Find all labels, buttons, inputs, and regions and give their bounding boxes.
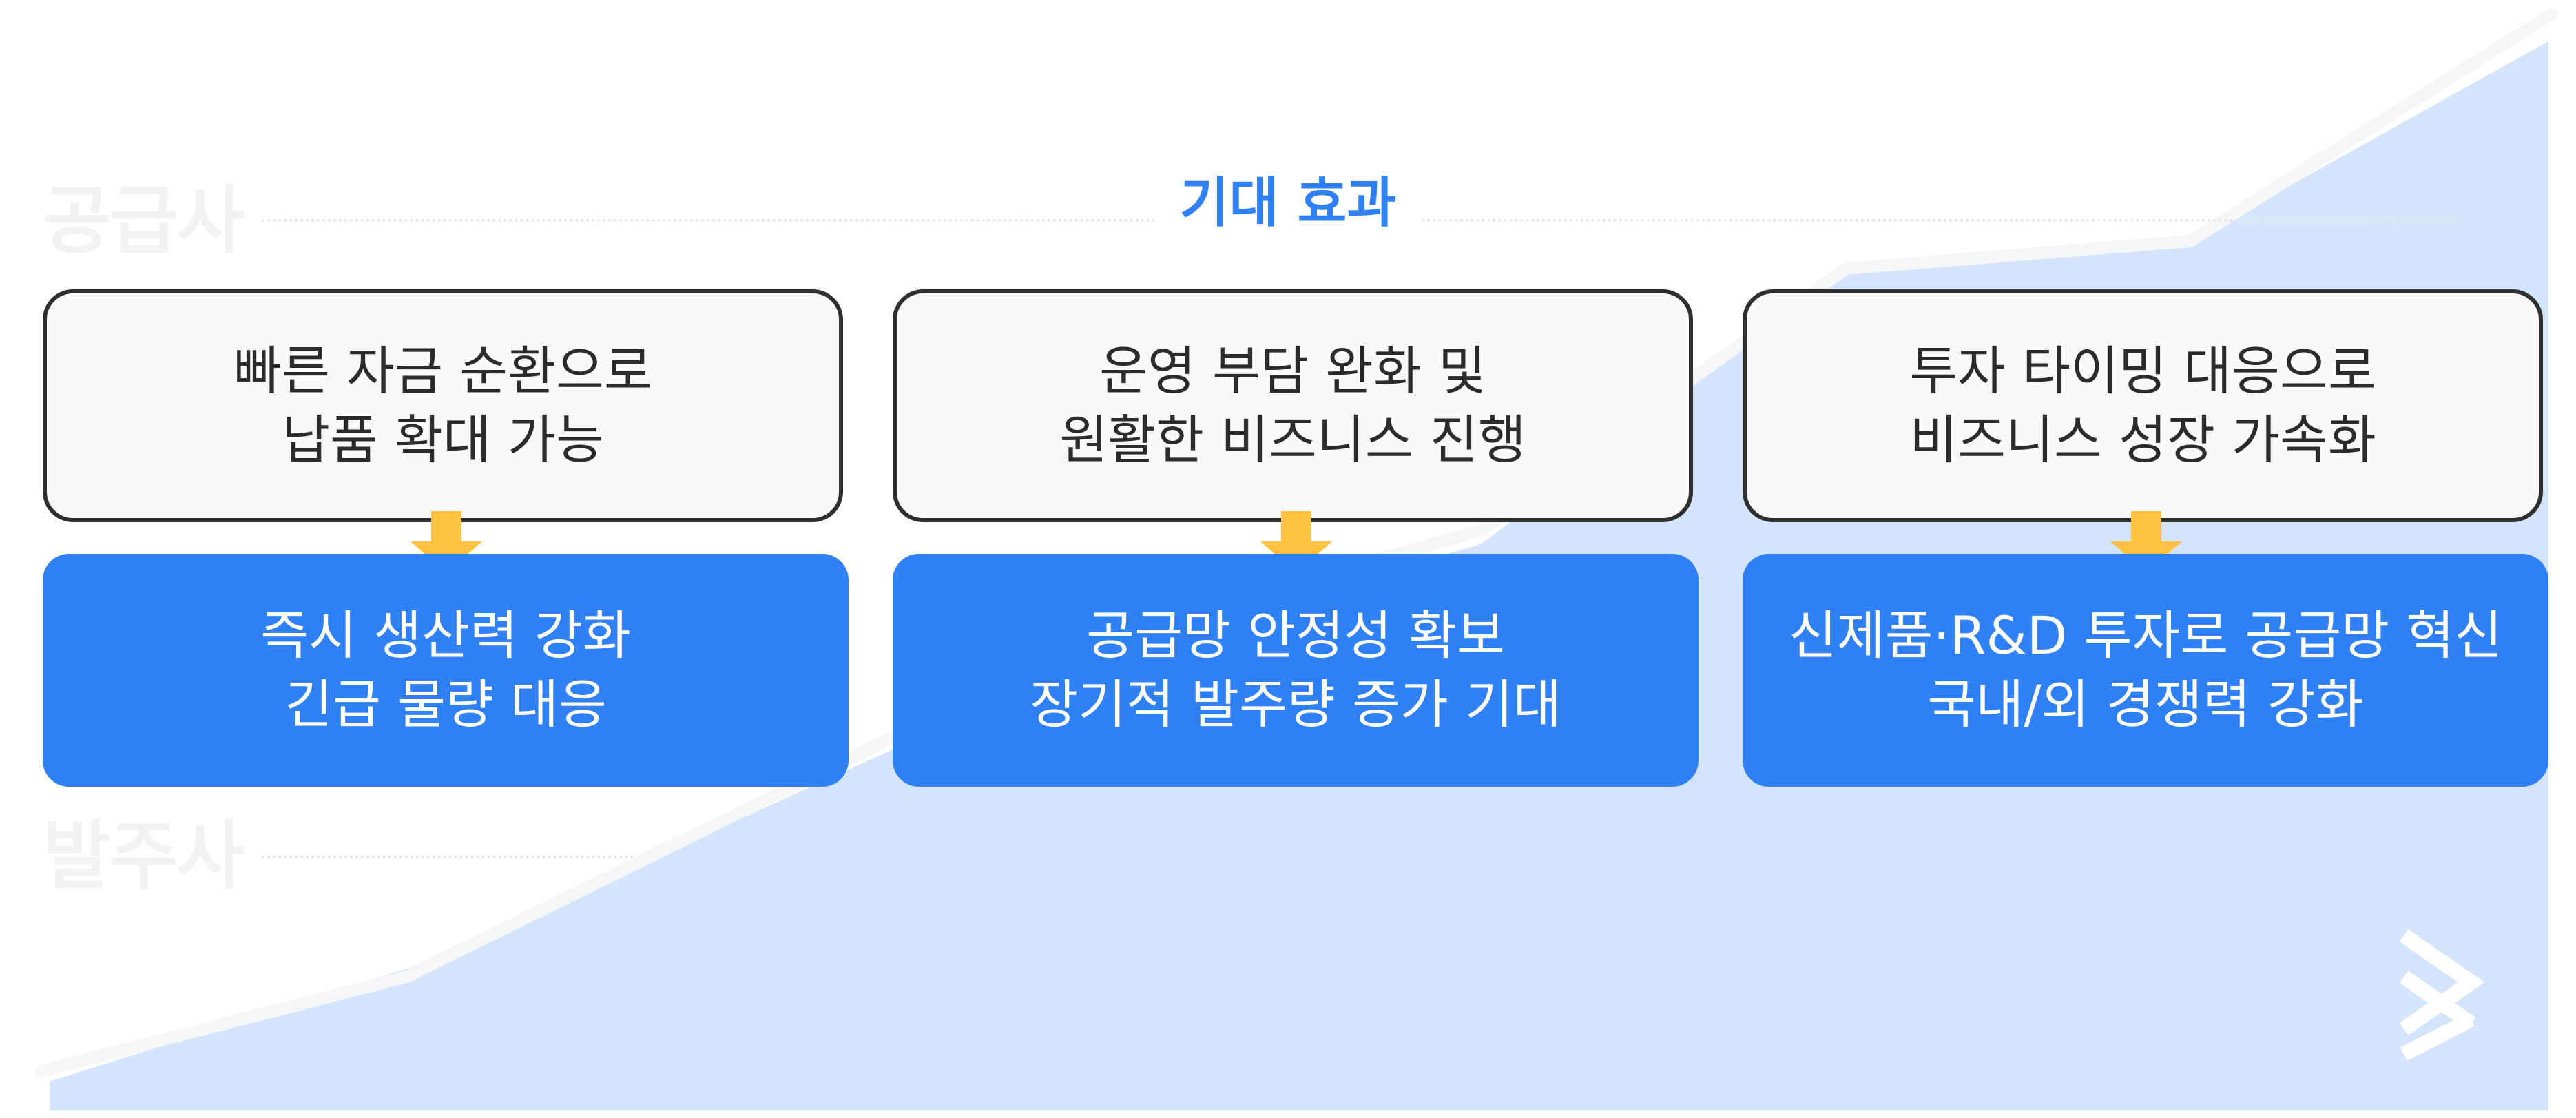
effect-card-3-line-2: 국내/외 경쟁력 강화: [1927, 674, 2364, 735]
supplier-label: 공급사: [43, 178, 245, 265]
benefit-card-1-line-1: 빠른 자금 순환으로: [233, 340, 652, 402]
section-title-text: 기대 효과: [1154, 172, 1422, 234]
benefit-card-1-line-2: 납품 확대 가능: [282, 409, 604, 470]
benefit-card-3-line-1: 투자 타이밍 대응으로: [1909, 340, 2376, 402]
benefit-card-3-line-2: 비즈니스 성장 가속화: [1909, 409, 2376, 470]
double-chevron-logo-icon: [2399, 929, 2485, 1061]
down-arrow-icon: [1260, 511, 1332, 573]
benefit-card-3: 투자 타이밍 대응으로 비즈니스 성장 가속화: [1743, 289, 2543, 522]
growth-trend-line: [35, 8, 2558, 1077]
benefit-card-2-line-1: 운영 부담 완화 및: [1099, 340, 1486, 402]
benefit-card-2: 운영 부담 완화 및 원활한 비즈니스 진행: [893, 289, 1693, 522]
down-arrow-icon: [411, 511, 482, 573]
effect-card-1-line-1: 즉시 생산력 강화: [260, 605, 631, 666]
effect-card-2: 공급망 안정성 확보 장기적 발주량 증가 기대: [893, 554, 1699, 787]
effect-card-3-line-1: 신제품·R&D 투자로 공급망 혁신: [1788, 605, 2503, 666]
benefit-card-1: 빠른 자금 순환으로 납품 확대 가능: [43, 289, 843, 522]
effect-card-2-line-2: 장기적 발주량 증가 기대: [1030, 674, 1561, 735]
section-title: 기대 효과: [0, 172, 2576, 234]
orderer-label: 발주사: [43, 814, 245, 900]
benefit-card-2-line-2: 원활한 비즈니스 진행: [1059, 409, 1526, 470]
effect-card-3: 신제품·R&D 투자로 공급망 혁신 국내/외 경쟁력 강화: [1743, 554, 2548, 787]
down-arrow-icon: [2110, 511, 2182, 573]
orderer-guide-line: [262, 856, 634, 858]
effect-card-1: 즉시 생산력 강화 긴급 물량 대응: [43, 554, 849, 787]
effect-card-1-line-2: 긴급 물량 대응: [284, 674, 607, 735]
effect-card-2-line-1: 공급망 안정성 확보: [1086, 605, 1505, 666]
